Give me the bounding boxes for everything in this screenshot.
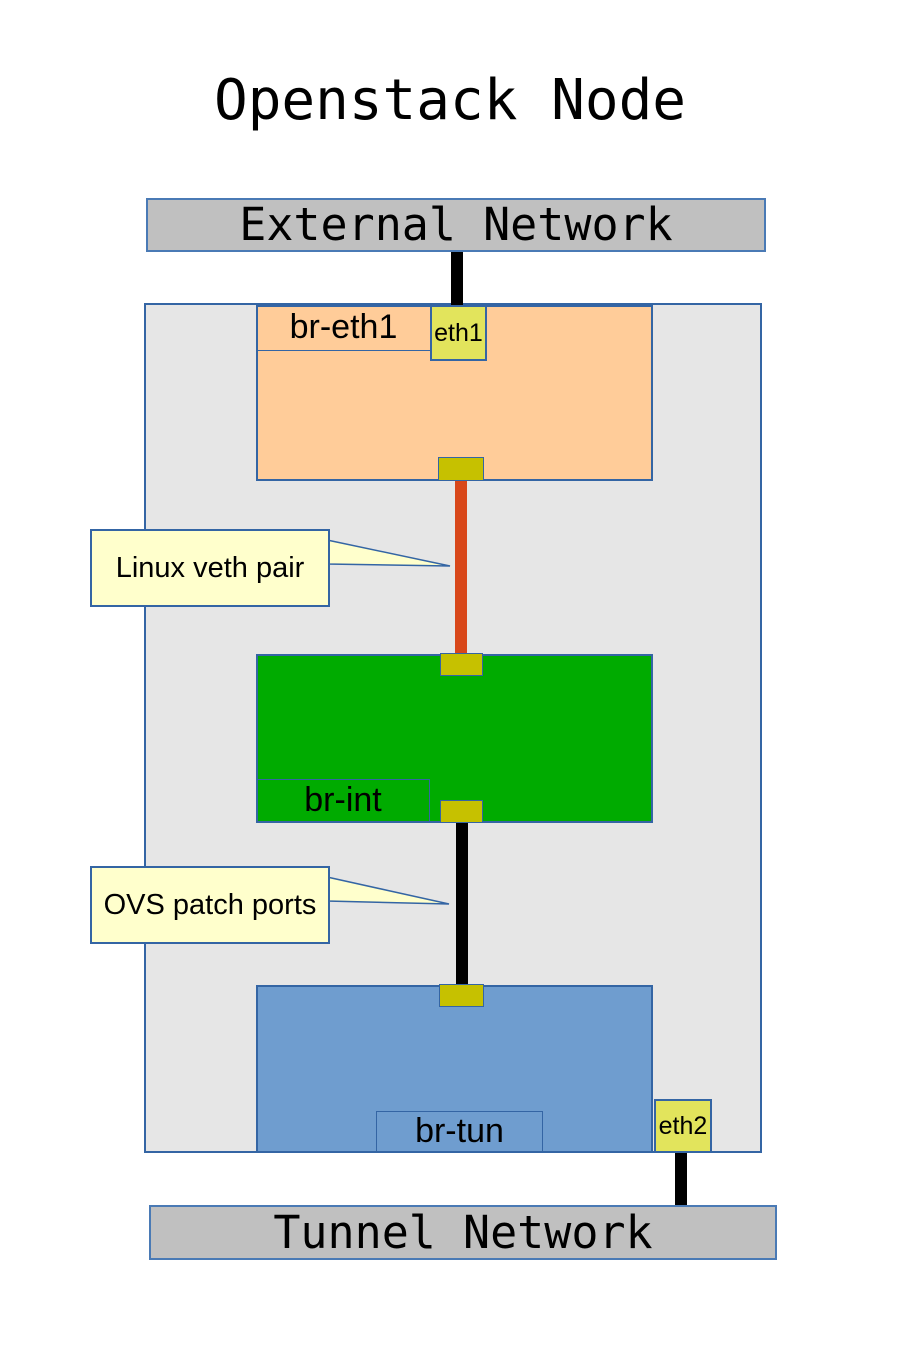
br-int-box: br-int (256, 654, 653, 823)
patch-ports-link (456, 822, 468, 986)
tunnel-network-box: Tunnel Network (149, 1205, 777, 1260)
external-network-box: External Network (146, 198, 766, 252)
callout-ovs-patch-ports: OVS patch ports (90, 866, 330, 944)
br-eth1-veth-port (438, 457, 484, 481)
br-tun-box: br-tun (256, 985, 653, 1153)
diagram-title: Openstack Node (213, 68, 686, 133)
veth-pair-link (455, 480, 467, 655)
br-int-veth-port (440, 653, 483, 676)
br-tun-label: br-tun (376, 1111, 543, 1153)
br-tun-patch-port (439, 984, 484, 1007)
br-eth1-label: br-eth1 (256, 305, 431, 351)
eth2-to-tunnel-link (675, 1152, 687, 1206)
eth1-nic: eth1 (430, 305, 487, 361)
br-int-label: br-int (256, 779, 430, 823)
eth2-nic: eth2 (654, 1099, 712, 1153)
callout-linux-veth-pair: Linux veth pair (90, 529, 330, 607)
external-to-eth1-link (451, 252, 463, 307)
br-int-patch-port (440, 800, 483, 823)
